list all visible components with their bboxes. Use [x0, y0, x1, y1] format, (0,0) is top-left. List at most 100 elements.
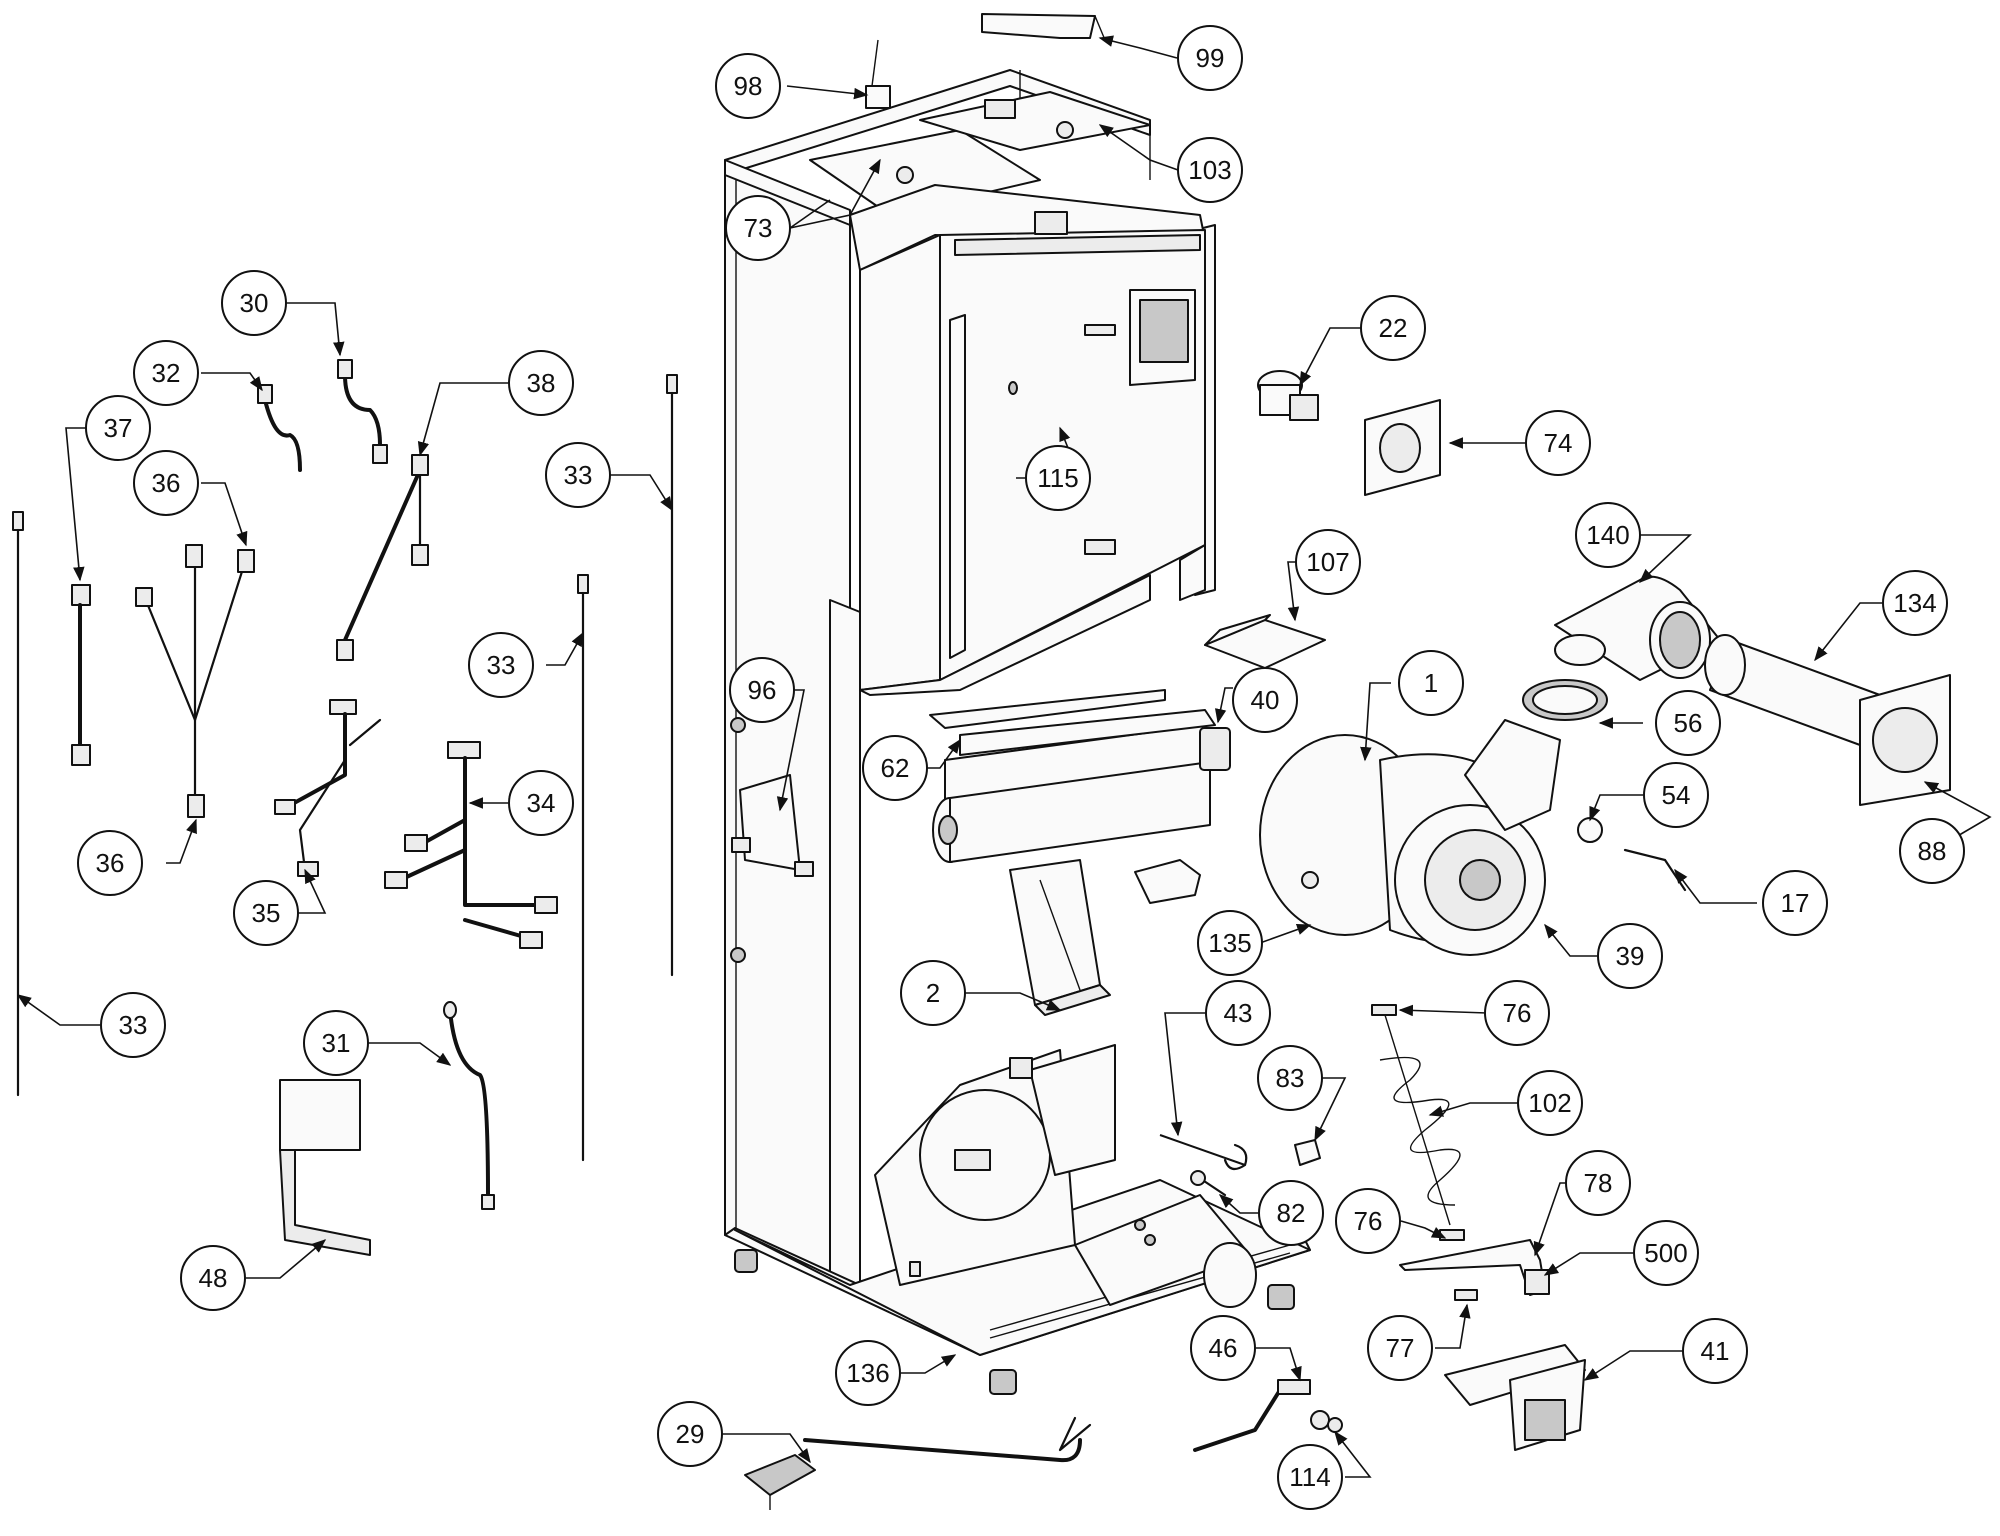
svg-text:102: 102: [1528, 1088, 1571, 1118]
svg-text:136: 136: [846, 1358, 889, 1388]
svg-text:54: 54: [1662, 780, 1691, 810]
svg-text:88: 88: [1918, 836, 1947, 866]
callout-35: 35: [233, 880, 299, 946]
callout-46: 46: [1190, 1315, 1256, 1381]
callout-114: 114: [1277, 1444, 1343, 1510]
part-82-clip: [1190, 1170, 1227, 1197]
callout-103: 103: [1177, 137, 1243, 203]
callout-1: 1: [1398, 650, 1464, 716]
svg-text:37: 37: [104, 413, 133, 443]
part-78-bracket: [1399, 1239, 1550, 1296]
top-cover-plates: [809, 91, 1151, 216]
callout-96: 96: [729, 657, 795, 723]
part-56-gasket: [1522, 679, 1608, 721]
callout-135: 135: [1197, 910, 1263, 976]
svg-text:114: 114: [1289, 1462, 1330, 1492]
svg-text:36: 36: [152, 468, 181, 498]
svg-text:107: 107: [1306, 547, 1349, 577]
svg-text:33: 33: [564, 460, 593, 490]
callout-30: 30: [221, 270, 287, 336]
svg-text:76: 76: [1503, 998, 1532, 1028]
svg-text:83: 83: [1276, 1063, 1305, 1093]
callout-31: 31: [303, 1010, 369, 1076]
callout-36-bottom: 36: [77, 830, 143, 896]
svg-text:76: 76: [1354, 1206, 1383, 1236]
callout-37: 37: [85, 395, 151, 461]
callout-34: 34: [508, 770, 574, 836]
part-22-sensor: [1257, 370, 1319, 421]
svg-text:115: 115: [1037, 463, 1078, 493]
svg-text:74: 74: [1544, 428, 1573, 458]
callout-88: 88: [1899, 818, 1965, 884]
svg-text:17: 17: [1781, 888, 1810, 918]
part-41-motor: [1444, 1344, 1586, 1451]
wiring-harnesses: [12, 359, 1092, 1510]
fuel-chute: [1009, 859, 1111, 1016]
svg-text:35: 35: [252, 898, 281, 928]
callouts: 98 99 103 73 30 32 37 36 38 33 33 34 35 …: [77, 25, 1965, 1510]
svg-text:33: 33: [487, 650, 516, 680]
svg-text:31: 31: [322, 1028, 351, 1058]
callout-39: 39: [1597, 923, 1663, 989]
callout-56: 56: [1655, 690, 1721, 756]
part-46-ignitor: [1193, 1379, 1311, 1452]
svg-text:41: 41: [1701, 1336, 1730, 1366]
callout-29: 29: [657, 1401, 723, 1467]
callout-36-top: 36: [133, 450, 199, 516]
svg-text:56: 56: [1674, 708, 1703, 738]
part-99-bracket: [981, 13, 1106, 41]
svg-text:22: 22: [1379, 313, 1408, 343]
svg-text:82: 82: [1277, 1198, 1306, 1228]
callout-102: 102: [1517, 1070, 1583, 1136]
svg-text:103: 103: [1188, 155, 1231, 185]
part-74-plate: [1364, 399, 1441, 496]
callout-76-upper: 76: [1484, 980, 1550, 1046]
callout-33-upper: 33: [545, 442, 611, 508]
callout-140: 140: [1575, 502, 1641, 568]
part-43-rod: [1159, 1134, 1248, 1171]
callout-107: 107: [1295, 529, 1361, 595]
svg-text:40: 40: [1251, 685, 1280, 715]
part-83-clip: [1294, 1139, 1321, 1166]
callout-76-lower: 76: [1335, 1188, 1401, 1254]
svg-text:140: 140: [1586, 520, 1629, 550]
callout-78: 78: [1565, 1150, 1631, 1216]
svg-text:73: 73: [744, 213, 773, 243]
svg-text:99: 99: [1196, 43, 1225, 73]
callout-48: 48: [180, 1245, 246, 1311]
callout-500: 500: [1633, 1220, 1699, 1286]
callout-33-middle: 33: [468, 632, 534, 698]
part-114-nuts: [1310, 1410, 1343, 1433]
callout-74: 74: [1525, 410, 1591, 476]
callout-41: 41: [1682, 1318, 1748, 1384]
callout-134: 134: [1882, 570, 1948, 636]
leader-lines: [16, 35, 1992, 1478]
svg-text:29: 29: [676, 1419, 705, 1449]
callout-115: 115: [1025, 445, 1091, 511]
callout-22: 22: [1360, 295, 1426, 361]
callout-62: 62: [862, 735, 928, 801]
part-77-key: [1454, 1289, 1478, 1301]
svg-text:34: 34: [527, 788, 556, 818]
part-54-washer: [1577, 817, 1603, 843]
callout-136: 136: [835, 1340, 901, 1406]
svg-text:43: 43: [1224, 998, 1253, 1028]
part-140-elbow: [1554, 575, 1721, 681]
svg-text:48: 48: [199, 1263, 228, 1293]
callout-83: 83: [1257, 1045, 1323, 1111]
svg-text:96: 96: [748, 675, 777, 705]
svg-text:78: 78: [1584, 1168, 1613, 1198]
svg-text:38: 38: [527, 368, 556, 398]
callout-99: 99: [1177, 25, 1243, 91]
callout-43: 43: [1205, 980, 1271, 1046]
svg-text:39: 39: [1616, 941, 1645, 971]
heat-exchanger-housing: [849, 184, 1206, 696]
callout-82: 82: [1258, 1180, 1324, 1246]
part-98-bracket: [865, 39, 891, 109]
callout-73: 73: [725, 195, 791, 261]
svg-text:500: 500: [1644, 1238, 1687, 1268]
lower-fan-housing: [874, 1044, 1257, 1308]
callout-40: 40: [1232, 667, 1298, 733]
svg-text:62: 62: [881, 753, 910, 783]
